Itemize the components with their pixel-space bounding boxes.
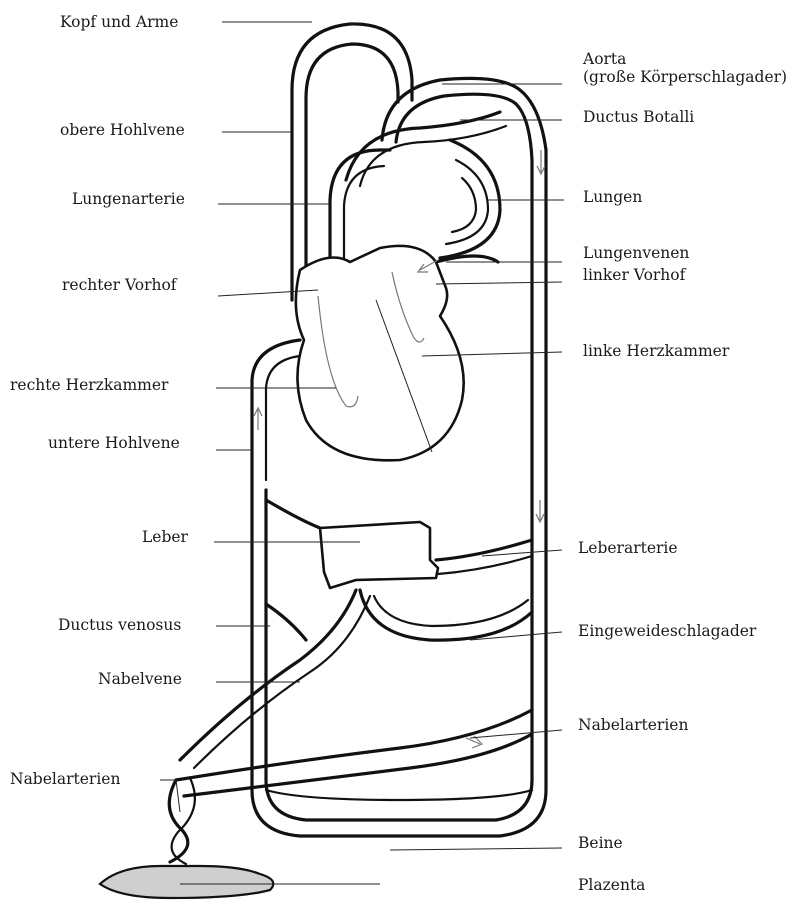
label-rechter-vorhof: rechter Vorhof <box>62 276 178 294</box>
label-untere-hohlvene: untere Hohlvene <box>48 434 180 452</box>
heart <box>296 246 464 460</box>
label-aorta-subtitle: (große Körperschlagader) <box>583 68 787 86</box>
label-lungenvenen: Lungenvenen <box>583 244 689 262</box>
label-eingeweideschlagader: Eingeweideschlagader <box>578 622 757 640</box>
label-beine: Beine <box>578 834 623 852</box>
leader-linker-vorhof <box>436 282 562 284</box>
label-linker-vorhof: linker Vorhof <box>583 266 687 284</box>
lung-loop-3 <box>452 178 476 232</box>
leader-beine <box>390 848 562 850</box>
label-linke-herzkammer: linke Herzkammer <box>583 342 730 360</box>
label-leberarterie: Leberarterie <box>578 539 678 557</box>
hepatic-artery <box>436 540 532 560</box>
label-nabelarterien-left: Nabelarterien <box>10 770 120 788</box>
portal-loop <box>266 500 320 528</box>
ductus-botalli <box>346 112 500 180</box>
label-rechte-herzkammer: rechte Herzkammer <box>10 376 169 394</box>
vessel-network <box>100 24 546 898</box>
label-lungen: Lungen <box>583 188 642 206</box>
lung-loop-1 <box>440 140 500 258</box>
label-plazenta: Plazenta <box>578 876 645 894</box>
label-obere-hohlvene: obere Hohlvene <box>60 121 185 139</box>
label-ductus-venosus: Ductus venosus <box>58 616 181 634</box>
labels-right: Aorta (große Körperschlagader) Ductus Bo… <box>578 50 787 894</box>
label-leber: Leber <box>142 528 189 546</box>
umbilical-vein <box>180 590 356 760</box>
placenta <box>100 866 273 898</box>
visceral-artery-loop <box>360 590 532 640</box>
legs-loop <box>266 790 532 800</box>
label-ductus-botalli: Ductus Botalli <box>583 108 694 126</box>
labels-left: Kopf und Arme obere Hohlvene Lungenarter… <box>10 13 189 788</box>
label-kopf-und-arme: Kopf und Arme <box>60 13 178 31</box>
flow-arrow-descending <box>536 500 544 522</box>
flow-arrow-ivc <box>254 408 262 430</box>
label-nabelarterien-right: Nabelarterien <box>578 716 688 734</box>
liver <box>320 522 438 588</box>
inferior-vena-cava-inner <box>266 356 300 480</box>
label-aorta: Aorta <box>582 50 626 68</box>
ductus-venosus <box>266 604 306 640</box>
flow-arrow-aorta <box>537 150 545 174</box>
visceral-artery-loop-inner <box>374 596 528 626</box>
label-lungenarterie: Lungenarterie <box>72 190 185 208</box>
label-nabelvene: Nabelvene <box>98 670 182 688</box>
